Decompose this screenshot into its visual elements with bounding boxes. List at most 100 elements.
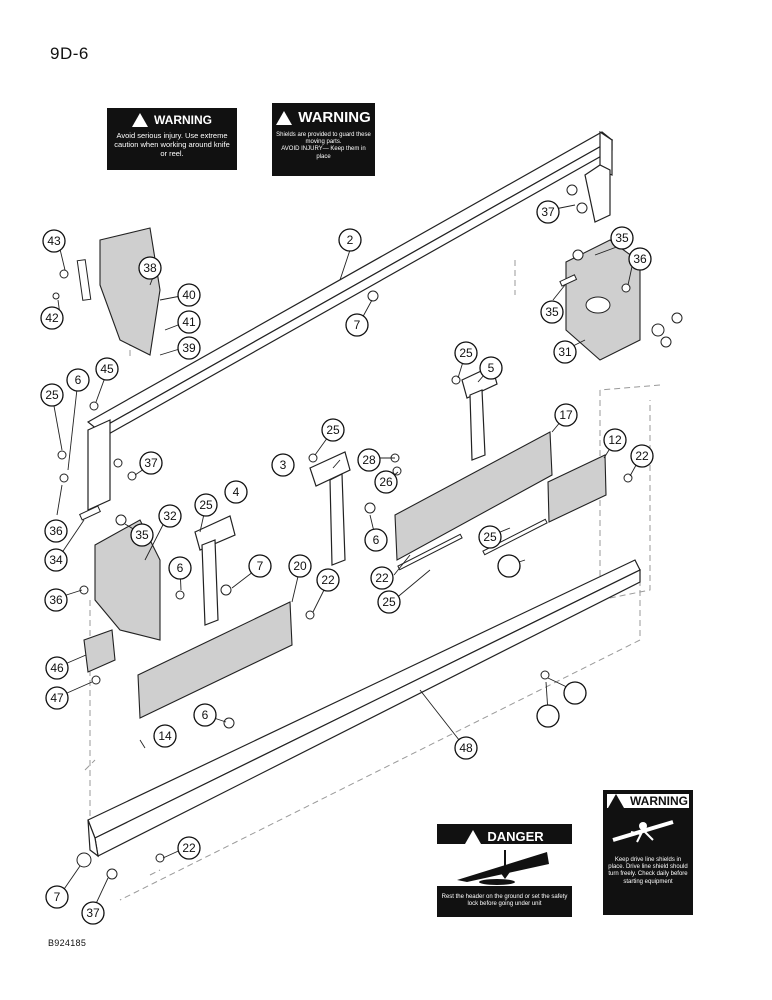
svg-text:46: 46 (50, 661, 64, 675)
figure-code: B924185 (48, 938, 87, 948)
left-shield-part-35 (99, 227, 161, 356)
callout-34: 37 (139, 451, 163, 475)
svg-text:22: 22 (321, 573, 335, 587)
svg-text:43: 43 (47, 234, 61, 248)
callout-6: 6 (168, 556, 192, 580)
svg-text:22: 22 (182, 841, 196, 855)
driveline-entanglement-pictogram (612, 820, 674, 843)
warning-triangle-icon (132, 113, 148, 127)
callout-17: 17 (554, 403, 578, 427)
callout-25: 26 (374, 470, 398, 494)
callout-29: 32 (158, 504, 182, 528)
svg-text:37: 37 (86, 906, 100, 920)
svg-text:6: 6 (202, 708, 209, 722)
part-callouts: 2 35 36 37 35 31 7 43 42 38 40 41 39 45 … (40, 200, 654, 925)
svg-text:7: 7 (257, 559, 264, 573)
svg-text:35: 35 (545, 305, 559, 319)
svg-text:25: 25 (382, 595, 396, 609)
callout-33: 36 (44, 588, 68, 612)
callout-34: 37 (81, 901, 105, 925)
svg-text:14: 14 (158, 729, 172, 743)
hardware-fasteners (52, 184, 683, 880)
callout-38: 41 (177, 310, 201, 334)
svg-text:32: 32 (163, 509, 177, 523)
callout-42: 46 (45, 656, 69, 680)
callout-48 (497, 554, 521, 578)
left-end-plate-part-29 (87, 419, 161, 641)
svg-text:25: 25 (45, 388, 59, 402)
warning-triangle-icon (608, 794, 624, 808)
callout-43: 47 (45, 686, 69, 710)
decal-title: WARNING (154, 113, 212, 127)
callout-22: 22 (177, 836, 201, 860)
callout-31: 34 (44, 548, 68, 572)
svg-text:25: 25 (199, 498, 213, 512)
callout-47 (536, 704, 560, 728)
svg-text:17: 17 (559, 408, 573, 422)
callout-1: 2 (338, 228, 362, 252)
callout-33: 36 (628, 247, 652, 271)
header-crush-pictogram (437, 844, 572, 886)
svg-text:28: 28 (362, 453, 376, 467)
callout-3: 3 (271, 453, 295, 477)
decal-text: Rest the header on the ground or set the… (441, 894, 568, 908)
svg-text:20: 20 (293, 559, 307, 573)
svg-text:2: 2 (347, 233, 354, 247)
callout-45: 48 (454, 736, 478, 760)
callout-14: 14 (153, 724, 177, 748)
warning-decal-knife: WARNING Avoid serious injury. Use extrem… (107, 108, 237, 170)
decal-title: WARNING (298, 109, 371, 126)
svg-text:36: 36 (49, 593, 63, 607)
svg-text:42: 42 (45, 311, 59, 325)
decal-text: Keep drive line shields in place. Drive … (608, 857, 688, 885)
decal-line-2: AVOID INJURY— Keep them in place (281, 146, 366, 160)
decal-line-1: Shields are provided to guard these movi… (276, 132, 371, 146)
svg-text:36: 36 (49, 524, 63, 538)
svg-text:25: 25 (459, 346, 473, 360)
warning-triangle-icon (276, 110, 293, 125)
callout-24: 25 (454, 341, 478, 365)
callout-7: 7 (345, 313, 369, 337)
svg-text:39: 39 (182, 341, 196, 355)
callout-24: 25 (478, 525, 502, 549)
svg-text:37: 37 (541, 205, 555, 219)
shield-panel-part-12 (547, 454, 607, 523)
svg-text:31: 31 (558, 345, 572, 359)
svg-text:3: 3 (280, 458, 287, 472)
callout-24: 25 (40, 383, 64, 407)
svg-text:6: 6 (373, 533, 380, 547)
svg-text:47: 47 (50, 691, 64, 705)
svg-text:35: 35 (135, 528, 149, 542)
callout-37: 40 (177, 283, 201, 307)
callout-24: 25 (321, 418, 345, 442)
page-number: 9D-6 (50, 44, 89, 63)
callout-26: 28 (357, 448, 381, 472)
svg-text:7: 7 (354, 318, 361, 332)
callout-20: 20 (288, 554, 312, 578)
callout-6: 6 (66, 368, 90, 392)
callout-12: 12 (603, 428, 627, 452)
shield-panel-part-20 (137, 601, 293, 719)
callout-32: 35 (130, 523, 154, 547)
svg-text:5: 5 (488, 361, 495, 375)
shield-panel-part-17 (394, 431, 553, 561)
callout-35: 38 (138, 256, 162, 280)
warning-decal-driveline: WARNING Keep drive line shields in place… (603, 790, 693, 915)
callout-33: 36 (44, 519, 68, 543)
svg-text:6: 6 (75, 373, 82, 387)
svg-text:38: 38 (143, 261, 157, 275)
callout-4: 4 (224, 480, 248, 504)
danger-triangle-icon (465, 829, 482, 844)
callout-22: 22 (370, 566, 394, 590)
callout-40: 43 (42, 229, 66, 253)
svg-text:41: 41 (182, 315, 196, 329)
svg-text:40: 40 (182, 288, 196, 302)
end-plate-part-28 (565, 164, 641, 361)
bracket-part-3 (309, 451, 351, 566)
svg-text:6: 6 (177, 561, 184, 575)
svg-text:34: 34 (49, 553, 63, 567)
svg-text:22: 22 (635, 449, 649, 463)
svg-text:12: 12 (608, 433, 622, 447)
top-channel-part-1 (86, 130, 614, 442)
